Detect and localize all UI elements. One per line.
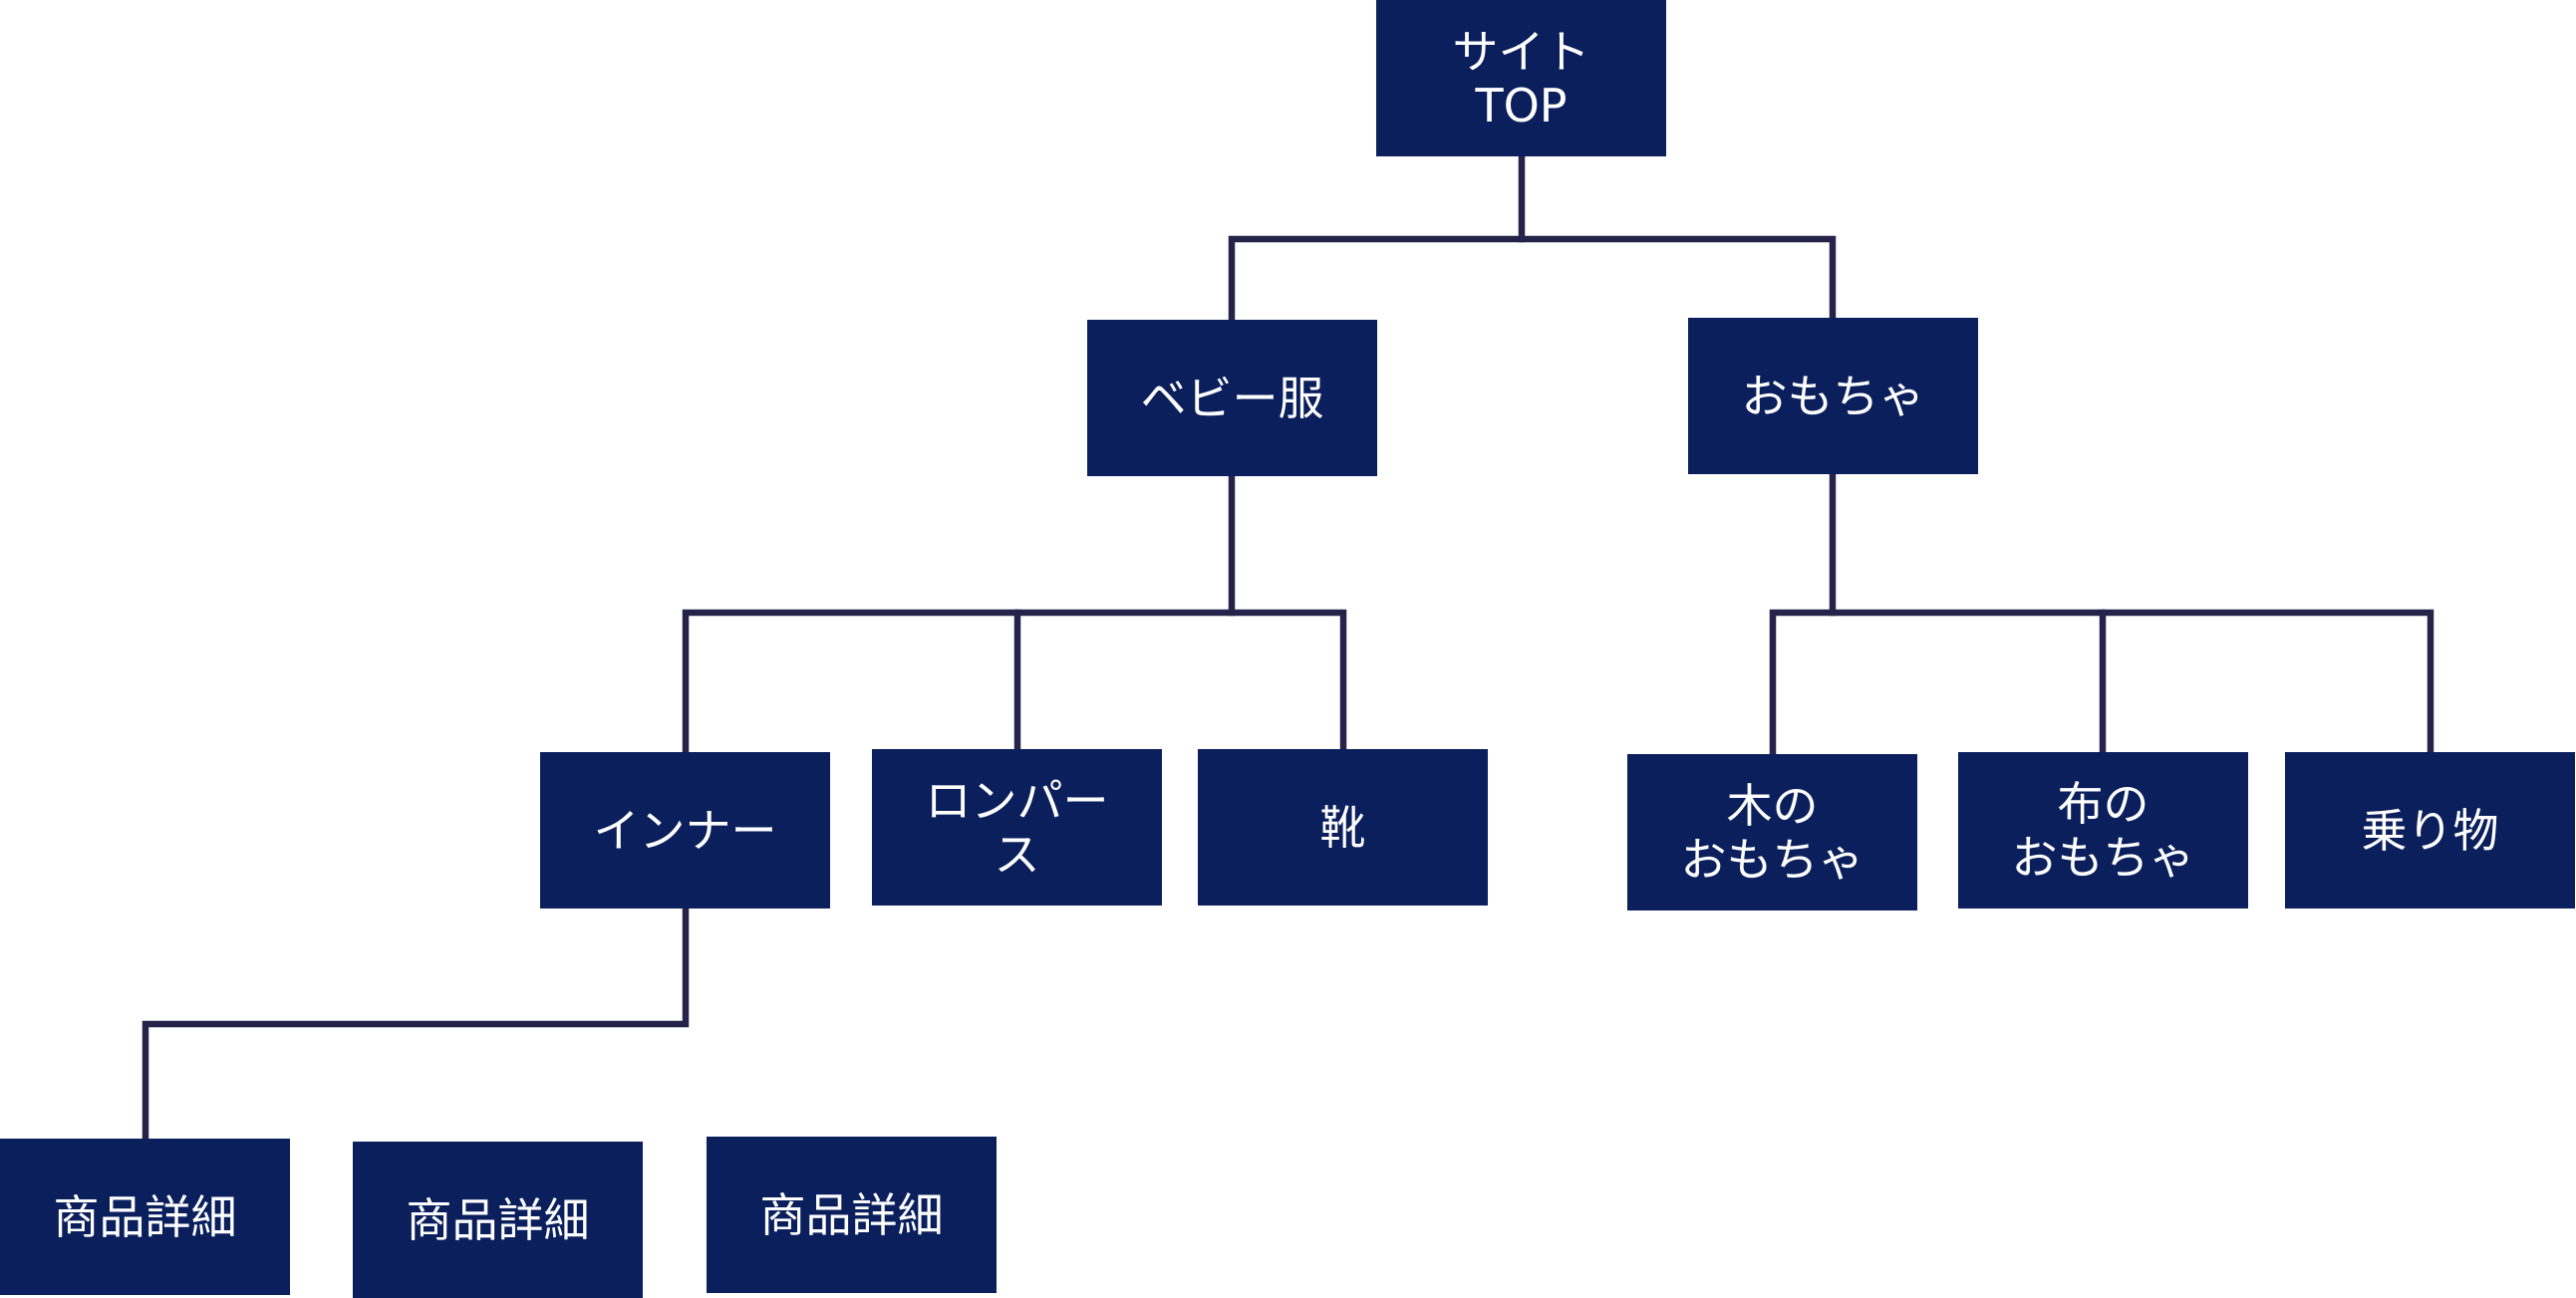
node-site-top[interactable]: サイト TOP [1376,0,1666,156]
node-toys[interactable]: おもちゃ [1688,318,1978,474]
connector-inner-to-product [142,905,690,1143]
node-baby-clothes[interactable]: ベビー服 [1087,320,1377,476]
connector-baby-to-inner [682,472,1236,756]
connector-baby-to-shoes [1228,609,1347,753]
node-product-detail-1[interactable]: 商品詳細 [0,1139,290,1295]
node-product-detail-2[interactable]: 商品詳細 [353,1142,643,1298]
node-rompers[interactable]: ロンパー ス [872,749,1162,906]
connector-top-to-toys [1518,235,1837,322]
node-inner[interactable]: インナー [540,752,830,909]
connector-top-to-baby [1228,152,1526,324]
node-wooden-toys[interactable]: 木の おもちゃ [1627,754,1917,910]
node-product-detail-3[interactable]: 商品詳細 [707,1137,997,1293]
connector-toys-to-ride [1829,609,2434,756]
node-shoes[interactable]: 靴 [1198,749,1488,906]
node-ride-on[interactable]: 乗り物 [2285,752,2575,909]
connector-toys-to-wood [1769,470,1837,758]
node-cloth-toys[interactable]: 布の おもちゃ [1958,752,2248,909]
